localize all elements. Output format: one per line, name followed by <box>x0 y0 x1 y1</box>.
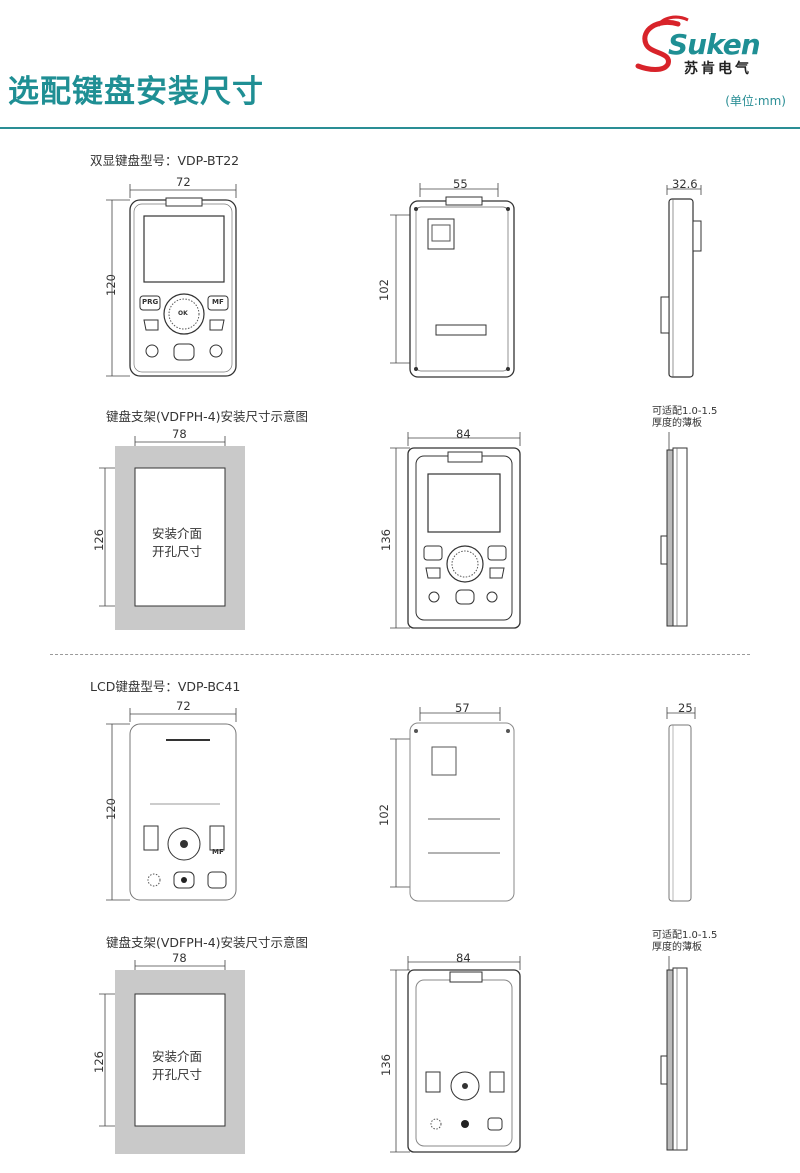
s1-ok-key: OK <box>178 310 188 317</box>
page-title: 选配键盘安装尺寸 <box>8 74 264 110</box>
s1-side-mounted-drawing <box>660 432 688 627</box>
s2-cutout-panel <box>99 960 245 1154</box>
brand-logo <box>635 15 689 72</box>
s1-back-view-drawing <box>390 183 515 378</box>
s2-mounted-width: 84 <box>456 951 471 965</box>
logo-wordmark: Suken <box>668 28 761 61</box>
s1-back-width: 55 <box>453 177 468 191</box>
s1-thickness-note-2: 厚度的薄板 <box>652 418 702 429</box>
s2-back-view-drawing <box>390 707 515 902</box>
s1-cutout-label-1: 安装介面 <box>152 526 203 541</box>
s2-mounted-front-drawing <box>390 956 521 1153</box>
s1-cutout-panel <box>99 436 245 630</box>
s2-side-view-drawing <box>666 707 696 902</box>
s1-bracket-width: 78 <box>172 427 187 441</box>
s1-prg-key: PRG <box>142 298 159 306</box>
s2-bracket-width: 78 <box>172 951 187 965</box>
s1-front-width: 72 <box>176 175 191 189</box>
section1-model-label: 双显键盘型号：VDP-BT22 <box>90 153 240 168</box>
section2-model-label: LCD键盘型号：VDP-BC41 <box>90 679 241 694</box>
s1-mounted-front-drawing <box>390 432 521 629</box>
s1-bracket-title: 键盘支架(VDFPH-4)安装尺寸示意图 <box>106 409 309 424</box>
s1-mf-key: MF <box>212 298 224 306</box>
s2-cutout-label-1: 安装介面 <box>152 1049 203 1064</box>
s2-front-width: 72 <box>176 699 191 713</box>
section-divider <box>50 654 750 655</box>
s1-cutout-label-2: 开孔尺寸 <box>152 544 203 559</box>
s1-side-view-drawing <box>660 185 702 378</box>
s2-cutout-label-2: 开孔尺寸 <box>152 1067 203 1082</box>
s2-thickness-note-1: 可适配1.0-1.5 <box>652 930 718 941</box>
unit-label: (单位:mm) <box>725 94 786 108</box>
s2-side-width: 25 <box>678 701 693 715</box>
s2-side-mounted-drawing <box>660 956 688 1151</box>
s1-front-view-drawing <box>106 184 237 377</box>
s2-thickness-note-2: 厚度的薄板 <box>652 942 702 953</box>
s2-bracket-title: 键盘支架(VDFPH-4)安装尺寸示意图 <box>106 935 309 950</box>
logo-chinese-name: 苏肯电气 <box>684 61 752 77</box>
s2-front-view-drawing <box>106 708 237 901</box>
s2-back-width: 57 <box>455 701 470 715</box>
s1-thickness-note-1: 可适配1.0-1.5 <box>652 406 718 417</box>
s1-side-width: 32.6 <box>672 177 698 191</box>
s2-mf-key: MF <box>212 848 224 856</box>
header-divider <box>0 127 800 129</box>
s1-mounted-width: 84 <box>456 427 471 441</box>
